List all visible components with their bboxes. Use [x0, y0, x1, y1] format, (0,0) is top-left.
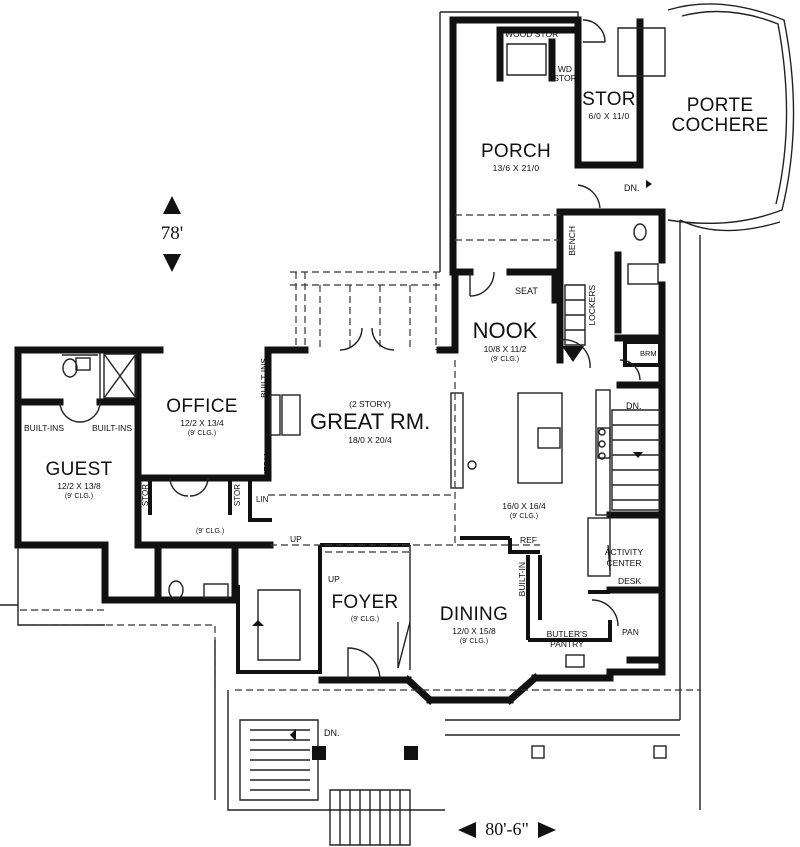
- guest-label: GUEST 12/2 X 13/8 (9' CLG.): [36, 460, 122, 500]
- dashed-lines: [18, 214, 700, 691]
- stor-left-label: STOR: [141, 484, 150, 507]
- lin-label: LIN: [256, 495, 269, 504]
- activity-center-label: ACTIVITY CENTER: [596, 548, 652, 567]
- hall-ceiling: (9' CLG.): [196, 528, 225, 535]
- great-room-note: (2 STORY): [349, 399, 391, 409]
- guest-dim: 12/2 X 13/8: [57, 481, 101, 491]
- up-label-2: UP: [328, 574, 340, 584]
- butlers-line2: PANTRY: [550, 638, 584, 649]
- porte-cochere-label: PORTE COCHERE: [665, 96, 775, 135]
- built-in-label: BUILT-IN: [517, 562, 527, 597]
- stor-dim: 6/0 X 11/0: [588, 111, 630, 121]
- foyer-name: FOYER: [331, 592, 399, 613]
- foyer-ceiling: (9' CLG.): [350, 616, 380, 623]
- porte-line2: COCHERE: [671, 115, 769, 136]
- built-ins-v-label: BUILT-INS: [259, 358, 269, 398]
- kitchen-label: 16/0 X 16/4 (9' CLG.): [494, 502, 554, 520]
- doors: [59, 19, 641, 681]
- nook-name: NOOK: [472, 318, 538, 343]
- great-room-label: (2 STORY) GREAT RM. 18/0 X 20/4: [310, 400, 430, 444]
- great-room-dim: 18/0 X 20/4: [348, 434, 392, 445]
- butlers-line1: BUTLER'S: [546, 629, 588, 639]
- desk-label: DESK: [618, 576, 642, 586]
- dn-porch-label: DN.: [624, 183, 640, 193]
- butlers-pantry-label: BUTLER'S PANTRY: [538, 630, 596, 648]
- guest-ceiling: (9' CLG.): [64, 492, 94, 500]
- wd-stor-label: WD STOR: [552, 65, 578, 82]
- up-label-1: UP: [290, 534, 302, 544]
- walls: [0, 3, 795, 846]
- activity-line2: CENTER: [606, 557, 642, 568]
- kitchen-dim: 16/0 X 16/4: [502, 501, 546, 511]
- dining-name: DINING: [439, 604, 509, 625]
- porch-name: PORCH: [480, 141, 552, 162]
- brm-label: BRM: [640, 349, 657, 358]
- nook-dim: 10/8 X 11/2: [483, 344, 527, 354]
- wd-stor-line2: STOR: [553, 72, 577, 83]
- dining-label: DINING 12/0 X 15/8 (9' CLG.): [432, 605, 516, 645]
- nook-ceiling: (9' CLG.): [490, 355, 520, 363]
- wd-stor-line1: WD: [557, 64, 573, 74]
- dn-stair-label: DN.: [626, 401, 642, 411]
- foyer-label: FOYER (9' CLG.): [330, 593, 400, 623]
- dn-entry-label: DN.: [324, 728, 340, 738]
- fixtures: [62, 180, 659, 741]
- nook-label: NOOK 10/8 X 11/2 (9' CLG.): [466, 320, 544, 363]
- wood-stor-label: WOOD STOR: [505, 29, 559, 39]
- stor-right-label: STOR: [233, 484, 242, 507]
- activity-line1: ACTIVITY: [604, 547, 644, 557]
- dimension-arrows: [163, 196, 556, 838]
- guest-name: GUEST: [45, 459, 113, 480]
- stor-name: STOR: [582, 89, 636, 110]
- ref-label: REF: [520, 535, 537, 545]
- lockers-label: LOCKERS: [587, 285, 597, 326]
- seat-label: SEAT: [515, 286, 538, 296]
- office-dim: 12/2 X 13/4: [180, 418, 224, 428]
- width-dimension-label: 80'-6": [485, 819, 529, 839]
- stor-label: STOR 6/0 X 11/0: [580, 90, 638, 121]
- porte-line1: PORTE: [686, 95, 754, 116]
- media-label: MEDIA: [262, 452, 272, 479]
- porch-label: PORCH 13/6 X 21/0: [478, 142, 554, 173]
- built-ins-right-label: BUILT-INS: [92, 423, 132, 433]
- bench-label: BENCH: [567, 226, 577, 256]
- pan-label: PAN: [622, 627, 639, 637]
- built-ins-left-label: BUILT-INS: [24, 423, 64, 433]
- office-label: OFFICE 12/2 X 13/4 (9' CLG.): [160, 397, 244, 437]
- depth-dimension-label: 78': [160, 223, 184, 244]
- office-ceiling: (9' CLG.): [187, 429, 217, 437]
- dining-ceiling: (9' CLG.): [459, 637, 489, 645]
- dining-dim: 12/0 X 15/8: [452, 626, 496, 636]
- kitchen-ceiling: (9' CLG.): [509, 512, 539, 520]
- office-name: OFFICE: [166, 396, 238, 417]
- porch-dim: 13/6 X 21/0: [492, 163, 540, 173]
- great-room-name: GREAT RM.: [310, 408, 431, 434]
